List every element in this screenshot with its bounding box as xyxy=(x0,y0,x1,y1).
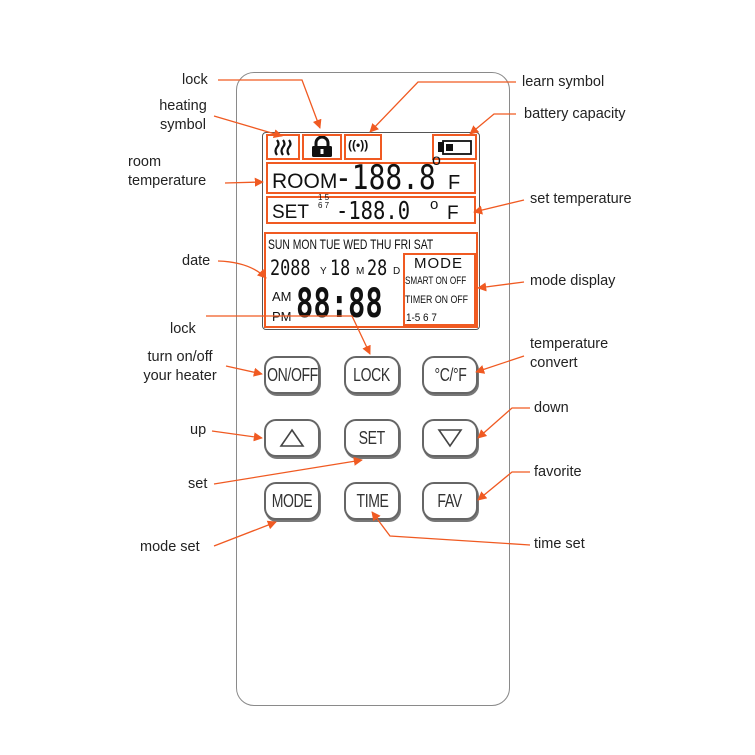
label-down: down xyxy=(534,400,569,416)
label-time-set: time set xyxy=(534,536,585,552)
label-set-temperature: set temperature xyxy=(530,191,632,207)
lock-symbol-box xyxy=(302,134,342,160)
label-learn-symbol: learn symbol xyxy=(522,74,605,90)
time-button[interactable]: TIME xyxy=(344,482,400,520)
set-unit: F xyxy=(447,203,459,224)
set-button[interactable]: SET xyxy=(344,419,400,457)
up-button[interactable] xyxy=(264,419,320,457)
date-box xyxy=(264,232,478,328)
room-temperature-value: -188.8 xyxy=(335,158,436,198)
up-triangle-icon xyxy=(279,428,305,447)
temperature-convert-button[interactable]: °C/°F xyxy=(422,356,478,394)
weekdays-row: SUN MON TUE WED THU FRI SAT xyxy=(268,236,434,252)
label-temperature-convert: temperature convert xyxy=(530,335,608,373)
battery-symbol-box xyxy=(432,134,477,160)
room-degree-sign: o xyxy=(432,152,441,169)
label-mode-display: mode display xyxy=(530,273,616,289)
heating-symbol-box xyxy=(266,134,300,160)
label-heating-line1: heating xyxy=(159,98,207,114)
label-lock-top: lock xyxy=(182,72,208,88)
room-unit: F xyxy=(448,172,461,194)
mode-button[interactable]: MODE xyxy=(264,482,320,520)
label-heating-line2: symbol xyxy=(160,117,206,133)
clock-time: 88:88 xyxy=(296,281,383,327)
label-on-off-line2: your heater xyxy=(143,368,217,384)
date-d-marker: D xyxy=(393,266,401,277)
label-convert-line1: temperature xyxy=(530,336,609,352)
label-date: date xyxy=(182,253,211,269)
label-room-line2: temperature xyxy=(128,173,207,189)
label-favorite: favorite xyxy=(534,464,582,480)
fav-button[interactable]: FAV xyxy=(422,482,478,520)
padlock-icon xyxy=(312,136,332,157)
label-lock-mid: lock xyxy=(170,321,196,337)
am-indicator: AM xyxy=(272,289,292,304)
date-m-marker: M xyxy=(356,266,365,277)
mode-display-box xyxy=(403,253,476,326)
date-month: 18 xyxy=(330,256,351,280)
lcd-screen: ((•)) ROOM -188.8 o F SET 1 5 6 7 -188.0… xyxy=(262,132,480,330)
date-day: 28 xyxy=(367,256,388,280)
down-button[interactable] xyxy=(422,419,478,457)
heating-waves-icon xyxy=(274,139,292,156)
timer-on-off: TIMER ON OFF xyxy=(405,294,469,306)
smart-on-off: SMART ON OFF xyxy=(405,275,467,287)
down-triangle-icon xyxy=(437,429,463,448)
pm-indicator: PM xyxy=(272,309,292,324)
label-on-off-line1: turn on/off xyxy=(147,349,213,365)
mode-days: 1-5 6 7 xyxy=(406,312,437,324)
label-room-line1: room xyxy=(128,154,162,170)
label-set: set xyxy=(188,476,208,492)
label-room-temperature: room temperature xyxy=(128,153,206,191)
set-temperature-value: -188.0 xyxy=(336,196,411,225)
set-label: SET xyxy=(272,202,309,223)
learn-symbol-box xyxy=(344,134,382,160)
label-mode-set: mode set xyxy=(140,539,200,555)
room-temperature-box xyxy=(266,162,476,194)
set-small-digits: 1 5 6 7 xyxy=(318,193,330,210)
label-up: up xyxy=(190,422,207,438)
label-battery-capacity: battery capacity xyxy=(524,106,626,122)
label-heating-symbol: heating symbol xyxy=(148,97,218,135)
room-label: ROOM xyxy=(272,170,338,193)
mode-title: MODE xyxy=(414,255,463,272)
lock-button[interactable]: LOCK xyxy=(344,356,400,394)
date-year: 2088 xyxy=(270,256,311,280)
label-convert-line2: convert xyxy=(530,355,578,371)
battery-icon xyxy=(438,140,472,155)
on-off-button[interactable]: ON/OFF xyxy=(264,356,320,394)
label-turn-on-off: turn on/off your heater xyxy=(130,348,230,386)
set-degree-sign: o xyxy=(430,196,439,213)
signal-waves-icon: ((•)) xyxy=(348,138,369,152)
date-y-marker: Y xyxy=(320,266,327,277)
